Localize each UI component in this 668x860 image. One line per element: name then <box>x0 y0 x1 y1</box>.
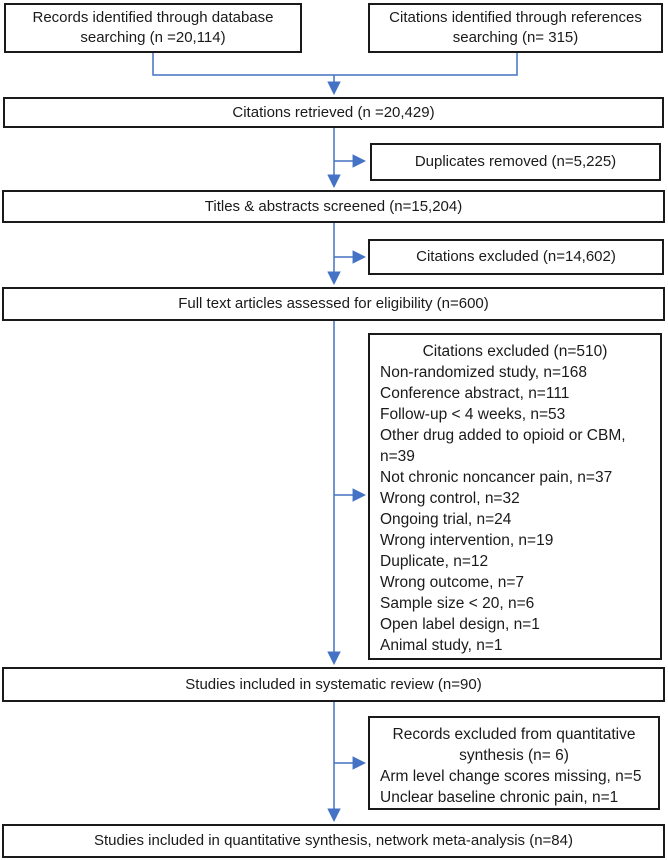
exclusion-reason: Arm level change scores missing, n=5 <box>380 768 642 785</box>
exclusion-reason: Wrong control, n=32 <box>380 490 520 507</box>
exclusion-reason: Wrong outcome, n=7 <box>380 574 525 591</box>
box-quantitative-synthesis: Studies included in quantitative synthes… <box>2 824 665 858</box>
exclusion-reason: Animal study, n=1 <box>380 637 503 654</box>
exclusion-reason: Open label design, n=1 <box>380 616 540 633</box>
exclusion-reason: Non-randomized study, n=168 <box>380 364 587 381</box>
exclusion-reason: Follow-up < 4 weeks, n=53 <box>380 406 566 423</box>
fulltext-excluded-title: Citations excluded (n=510) <box>422 343 608 360</box>
exclusion-reason: Conference abstract, n=111 <box>380 385 570 402</box>
exclusion-reason: Ongoing trial, n=24 <box>380 511 512 528</box>
quant-excluded-title: Records excluded from quantitative synth… <box>392 726 636 764</box>
exclusion-reason: Other drug added to opioid or CBM, n=39 <box>380 427 626 465</box>
exclusion-reason: Not chronic noncancer pain, n=37 <box>380 469 613 486</box>
exclusion-reason: Wrong intervention, n=19 <box>380 532 554 549</box>
box-fulltext-excluded: Citations excluded (n=510) Non-randomize… <box>368 333 662 660</box>
box-quant-excluded: Records excluded from quantitative synth… <box>368 716 660 810</box>
exclusion-reason: Sample size < 20, n=6 <box>380 595 535 612</box>
box-titles-abstracts-screened: Titles & abstracts screened (n=15,204) <box>2 190 665 223</box>
exclusion-reason: Unclear baseline chronic pain, n=1 <box>380 789 619 806</box>
box-fulltext-assessed: Full text articles assessed for eligibil… <box>2 287 665 321</box>
merge-connector <box>152 53 518 76</box>
box-duplicates-removed: Duplicates removed (n=5,225) <box>370 143 661 181</box>
box-citations-retrieved: Citations retrieved (n =20,429) <box>3 97 664 128</box>
exclusion-reason: Duplicate, n=12 <box>380 553 489 570</box>
box-systematic-review: Studies included in systematic review (n… <box>2 667 665 702</box>
box-citations-reference-search: Citations identified through references … <box>368 3 663 53</box>
box-citations-excluded-screening: Citations excluded (n=14,602) <box>368 239 664 275</box>
box-records-database-search: Records identified through database sear… <box>4 3 302 53</box>
